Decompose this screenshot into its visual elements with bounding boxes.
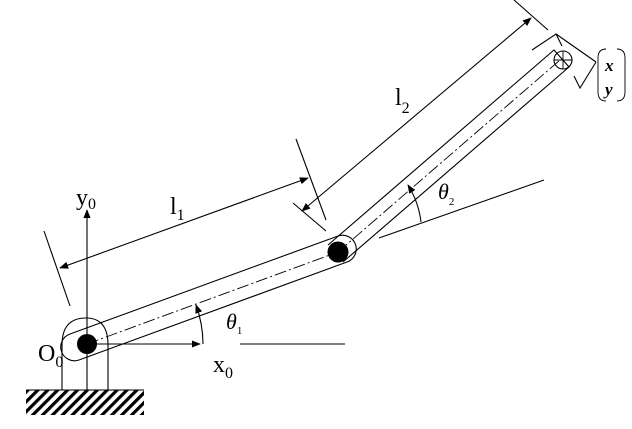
link-2 [327, 49, 570, 263]
link-2-centerline [337, 59, 561, 253]
ground-base [26, 389, 144, 415]
link-1-extension [378, 179, 545, 239]
l1-dimension [43, 138, 327, 307]
theta1-arc [195, 304, 204, 345]
l2-label: l2 [395, 85, 410, 117]
link-1-centerline [86, 251, 339, 345]
l1-label: l1 [170, 194, 185, 224]
x0-label: x0 [213, 352, 233, 382]
joint-2 [327, 241, 349, 263]
end-position-vector: x y [597, 48, 626, 102]
link-1 [60, 234, 357, 362]
y0-label: y0 [76, 185, 96, 213]
gripper-outline [531, 33, 597, 90]
theta2-label: θ2 [438, 179, 454, 208]
link-1-outline [60, 234, 357, 362]
origin-label: O0 [38, 341, 63, 371]
theta2-arc [407, 184, 422, 223]
l2-dimension [292, 0, 549, 232]
end-effector [531, 33, 597, 90]
base-support [61, 317, 109, 390]
vector-x: x [604, 56, 614, 75]
vector-y: y [603, 80, 613, 99]
joint-1 [77, 334, 97, 354]
theta1-label: θ1 [226, 309, 242, 337]
ground-hatch [26, 390, 144, 415]
